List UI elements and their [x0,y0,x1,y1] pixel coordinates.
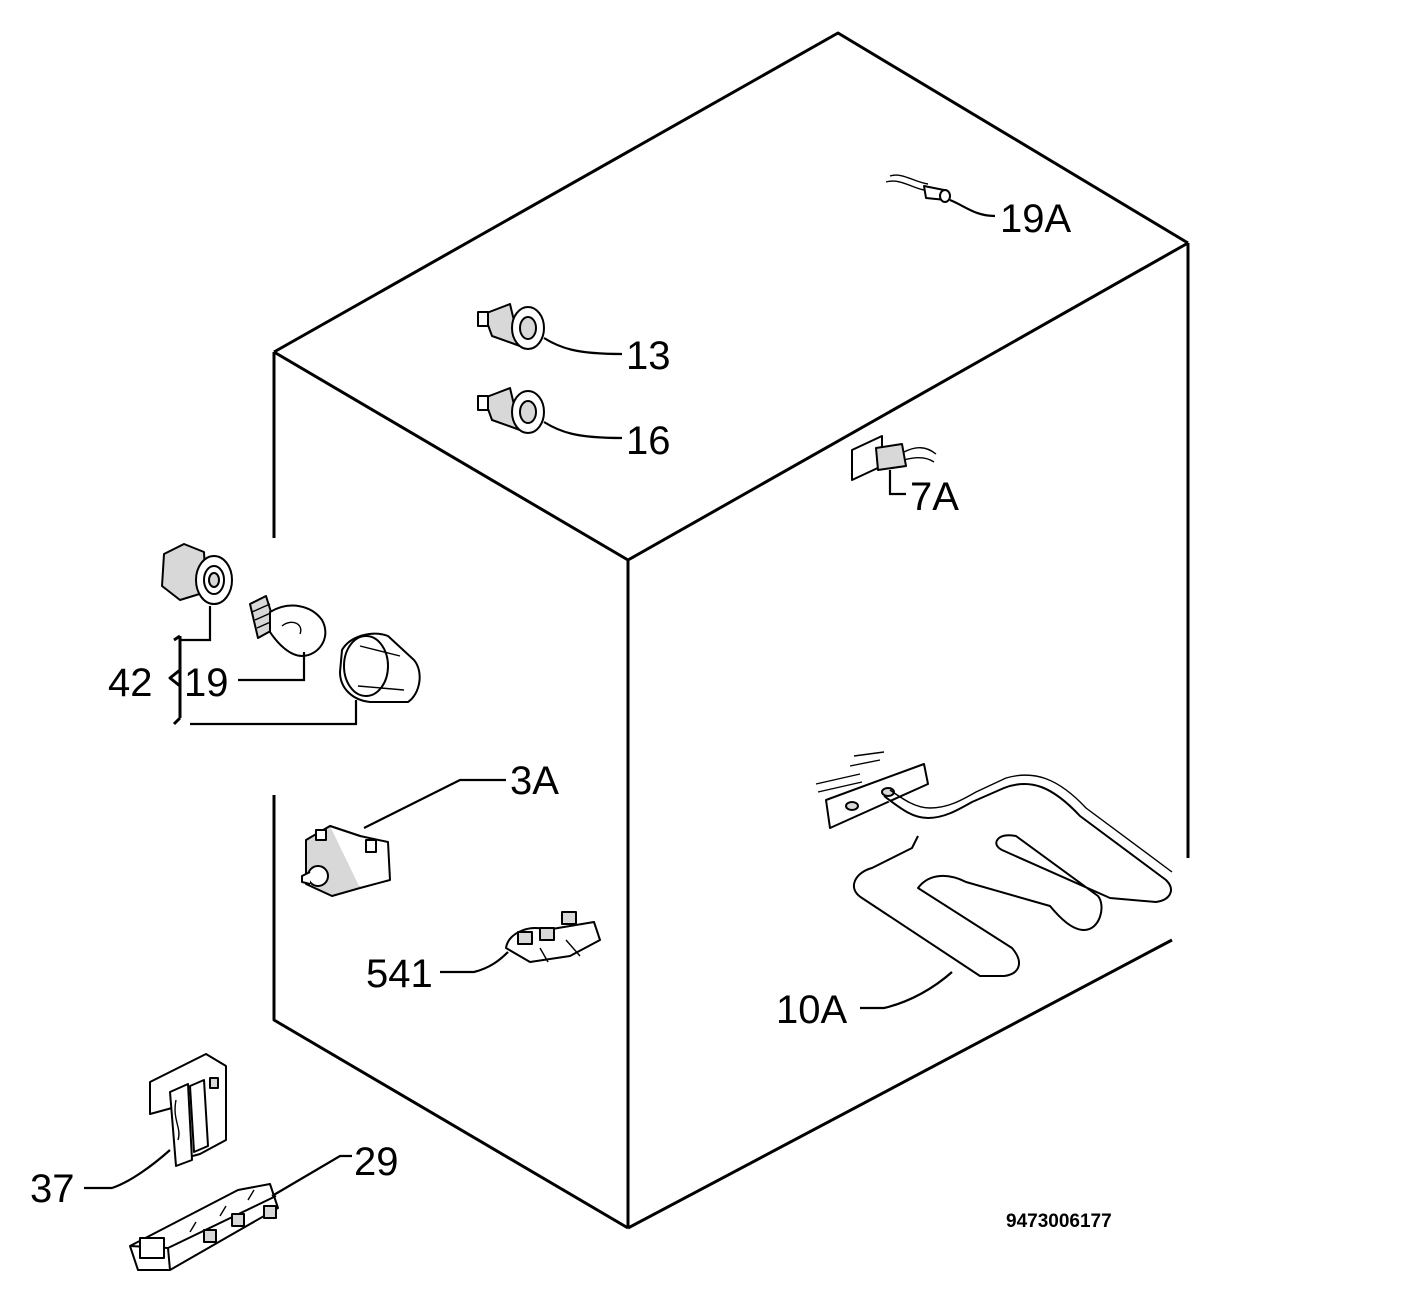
callout-19a: 19A [1000,197,1071,241]
cabinet-outline [272,31,1190,1230]
document-number: 9473006177 [1006,1211,1112,1232]
leader-13 [543,337,623,356]
callout-29: 29 [354,1140,399,1184]
leader-29 [271,1154,352,1197]
leader-541 [440,951,509,974]
door-switch-part [851,435,937,481]
heating-element-part [815,751,1173,977]
leader-19a [949,198,996,218]
callout-3a: 3A [510,759,559,803]
push-switch-part [301,825,391,897]
lamp-cover-part [339,632,421,703]
leader-3a [363,778,506,829]
ignition-unit-part [129,1183,279,1271]
callout-541: 541 [366,952,433,996]
leader-37 [84,1149,171,1190]
lamp-assembly-bracket [168,606,358,726]
callout-37: 37 [30,1167,75,1211]
lamp-holder-part [161,543,233,605]
callout-19: 19 [184,661,229,705]
lamp-bulb-19-part [249,595,327,657]
callout-10a: 10A [776,988,847,1032]
leader-16 [543,421,623,440]
sensor-probe-part [885,174,951,203]
callout-13: 13 [626,334,671,378]
contact-bracket-part [149,1053,227,1167]
terminal-block-part [505,911,601,963]
leader-10a [860,971,953,1010]
callout-16: 16 [626,419,671,463]
indicator-lamp-13-part [477,303,545,350]
callout-7a: 7A [910,475,959,519]
leader-7a [888,470,906,496]
indicator-lamp-16-part [477,387,545,434]
callout-42: 42 [108,661,153,705]
